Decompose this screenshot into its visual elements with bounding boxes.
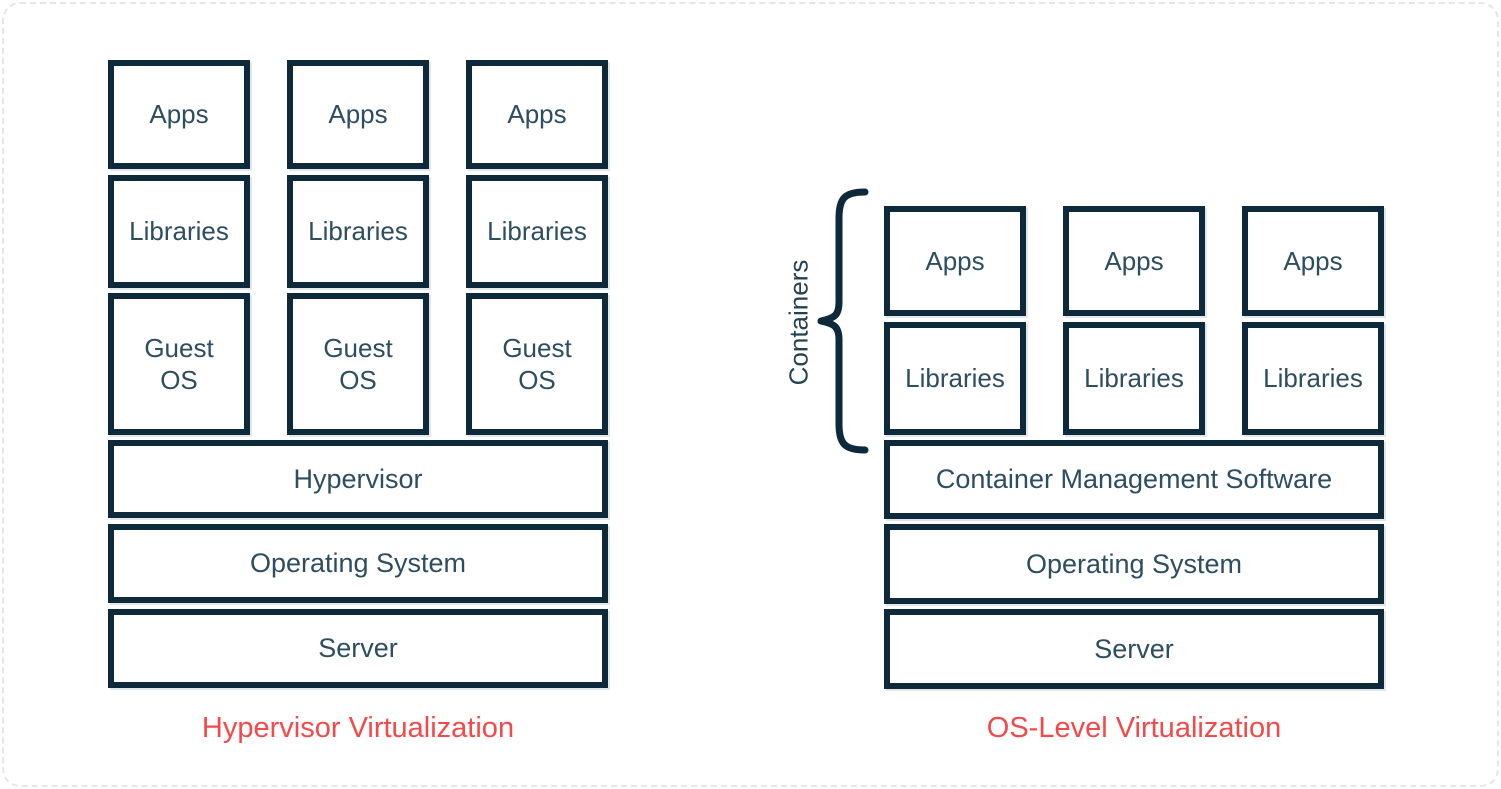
hypervisor-bar-label: Hypervisor [293, 463, 423, 494]
apps-box: Apps [287, 60, 429, 169]
container-management-software-bar: Container Management Software [884, 440, 1384, 519]
operating-system-bar: Operating System [884, 524, 1384, 604]
hypervisor-apps-row: Apps Apps Apps [108, 60, 608, 169]
curly-brace-icon [817, 188, 869, 454]
libraries-box: Libraries [287, 175, 429, 288]
libraries-box: Libraries [884, 322, 1026, 435]
libraries-label: Libraries [487, 216, 587, 247]
libraries-label: Libraries [1263, 363, 1363, 394]
server-bar-label: Server [1094, 633, 1174, 664]
apps-label: Apps [328, 99, 388, 130]
hypervisor-stack: Apps Apps Apps Libraries Libraries Libra… [108, 0, 608, 789]
guest-os-label: Guest OS [502, 332, 572, 396]
libraries-box: Libraries [1242, 322, 1384, 435]
server-bar-label: Server [318, 633, 398, 663]
apps-box: Apps [884, 206, 1026, 316]
guest-os-label: Guest OS [144, 332, 214, 396]
guest-os-box: Guest OS [466, 293, 608, 435]
hypervisor-guest-os-row: Guest OS Guest OS Guest OS [108, 293, 608, 435]
libraries-box: Libraries [1063, 322, 1205, 435]
hypervisor-bar: Hypervisor [108, 440, 608, 518]
apps-box: Apps [108, 60, 250, 169]
apps-label: Apps [925, 245, 985, 276]
operating-system-bar-label: Operating System [249, 548, 467, 578]
server-bar: Server [884, 609, 1384, 689]
containers-label: Containers [783, 259, 814, 386]
guest-os-label: Guest OS [323, 332, 393, 396]
libraries-label: Libraries [905, 363, 1005, 394]
hypervisor-libraries-row: Libraries Libraries Libraries [108, 175, 608, 288]
libraries-label: Libraries [308, 216, 408, 247]
container-management-software-label: Container Management Software [935, 464, 1333, 494]
libraries-label: Libraries [1084, 363, 1184, 394]
operating-system-bar-label: Operating System [1025, 548, 1243, 579]
hypervisor-virtualization-caption: Hypervisor Virtualization [201, 712, 515, 744]
container-apps-row: Apps Apps Apps [884, 206, 1384, 316]
apps-label: Apps [507, 99, 567, 130]
os-level-stack: Apps Apps Apps Libraries Libraries Libra… [884, 0, 1384, 789]
guest-os-box: Guest OS [287, 293, 429, 435]
apps-box: Apps [466, 60, 608, 169]
apps-box: Apps [1242, 206, 1384, 316]
apps-box: Apps [1063, 206, 1205, 316]
os-level-virtualization-caption: OS-Level Virtualization [986, 712, 1282, 744]
container-libraries-row: Libraries Libraries Libraries [884, 322, 1384, 435]
operating-system-bar: Operating System [108, 524, 608, 603]
apps-label: Apps [1104, 245, 1164, 276]
libraries-box: Libraries [108, 175, 250, 288]
server-bar: Server [108, 609, 608, 688]
libraries-box: Libraries [466, 175, 608, 288]
apps-label: Apps [149, 99, 209, 130]
guest-os-box: Guest OS [108, 293, 250, 435]
apps-label: Apps [1283, 245, 1343, 276]
libraries-label: Libraries [129, 216, 229, 247]
